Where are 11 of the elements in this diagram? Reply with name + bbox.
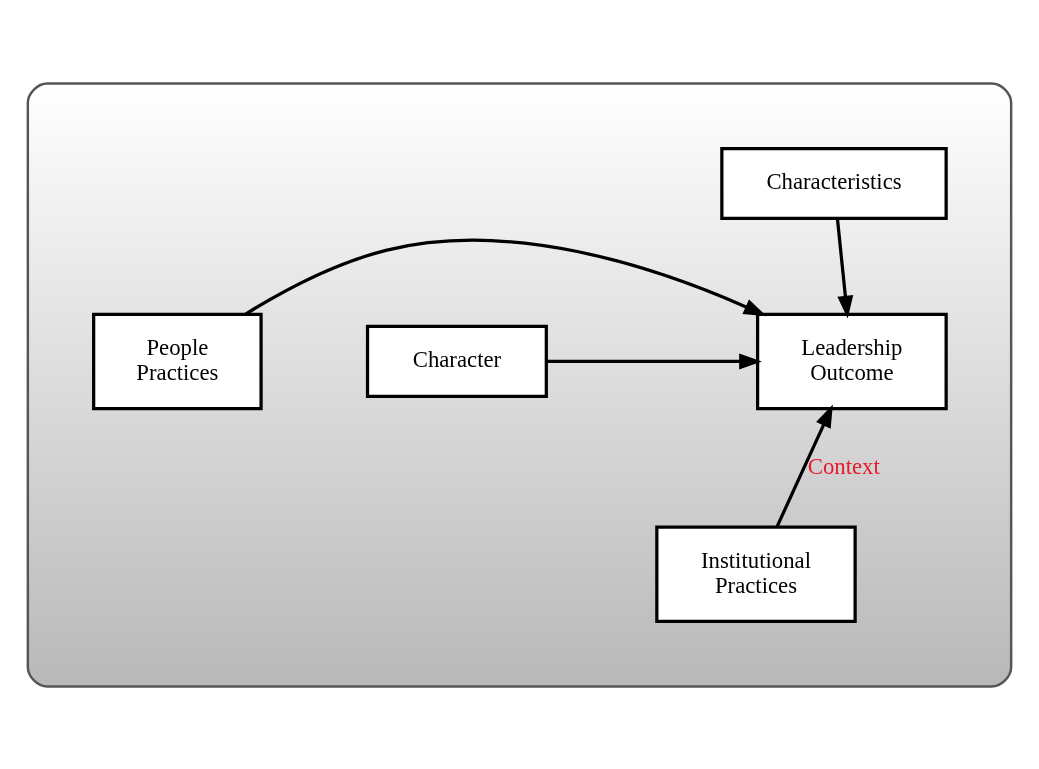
arrow (546, 352, 762, 369)
node-box: People Practices (92, 312, 263, 410)
node-box: Leadership Outcome (756, 312, 948, 410)
arrow (244, 238, 767, 316)
node-box: Characteristics (720, 146, 948, 220)
arrow (835, 218, 854, 319)
node-box: Character (365, 324, 548, 398)
node-box: Institutional Practices (655, 525, 857, 623)
edge-label: Context (807, 453, 880, 479)
arrow (775, 404, 833, 527)
cluster (26, 81, 1013, 688)
